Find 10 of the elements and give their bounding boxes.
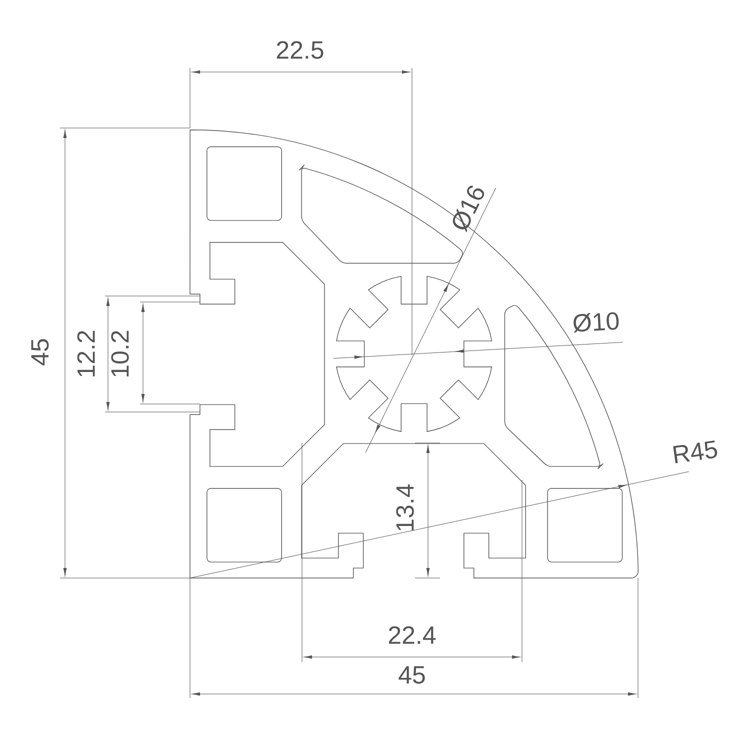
dimension-label: 13.4 — [396, 484, 414, 530]
dimension-label: 22.5 — [276, 41, 324, 59]
dimension-label: Ø10 — [574, 312, 619, 333]
dimension-label: 12.2 — [77, 330, 95, 376]
dimension-label: R45 — [673, 440, 718, 464]
dimension-label: 45 — [31, 339, 49, 366]
dimension-label: 10.2 — [111, 330, 129, 376]
dimension-label: 22.4 — [388, 626, 436, 644]
dimension-label: Ø16 — [452, 186, 484, 233]
dimension-label: 45 — [398, 666, 425, 684]
